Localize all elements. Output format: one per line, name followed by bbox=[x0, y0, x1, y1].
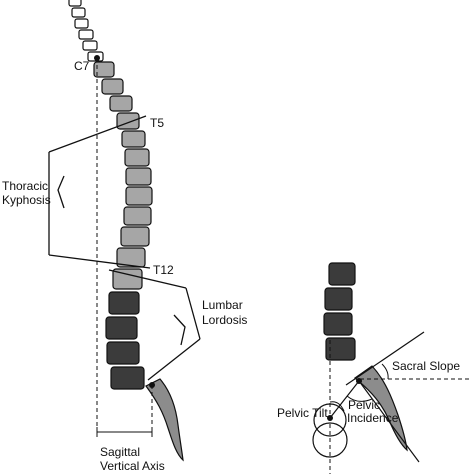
thoracic-kyphosis-label-line1: Thoracic bbox=[2, 179, 48, 193]
thoracic-vertebra bbox=[112, 268, 143, 290]
sacral-perpendicular-line bbox=[358, 380, 420, 463]
sva-label-line2: Vertical Axis bbox=[100, 459, 165, 473]
thoracic-vertebra bbox=[121, 130, 146, 148]
lumbar-vertebra bbox=[105, 316, 138, 340]
t12-label: T12 bbox=[153, 263, 174, 277]
cervical-vertebra bbox=[71, 7, 86, 18]
sacral-plate-line bbox=[345, 331, 425, 386]
sva-bracket bbox=[96, 427, 153, 437]
thoracic-vertebra bbox=[116, 247, 146, 268]
thoracic-vertebra bbox=[120, 226, 150, 247]
cervical-vertebra bbox=[82, 40, 98, 51]
thoracic-vertebrae bbox=[93, 61, 153, 290]
pelvic-tilt-arc bbox=[329, 401, 345, 412]
sacral-slope-arc bbox=[381, 363, 389, 380]
lumbar-vertebra bbox=[106, 341, 140, 365]
c7-label: C7 bbox=[74, 59, 90, 73]
thoracic-kyphosis-lines bbox=[48, 115, 151, 269]
lumbar-vertebra bbox=[108, 291, 140, 315]
cervical-vertebra bbox=[78, 29, 94, 40]
thoracic-vertebra bbox=[125, 167, 152, 186]
cervical-vertebrae bbox=[68, 0, 104, 62]
sacrum bbox=[145, 378, 184, 462]
femoral-to-sacrum-line bbox=[329, 380, 360, 419]
lumbar-vertebra bbox=[110, 366, 145, 390]
femoral-head-circle bbox=[313, 403, 347, 437]
thoracic-vertebra bbox=[125, 186, 153, 206]
lumbar-vertebra bbox=[328, 262, 356, 286]
sva-label-line1: Sagittal bbox=[100, 445, 140, 459]
lumbar-vertebra bbox=[324, 287, 353, 311]
lumbar-lordosis-lines bbox=[108, 269, 201, 381]
lumbar-lordosis-label-line2: Lordosis bbox=[202, 313, 247, 327]
lumbar-vertebra bbox=[325, 337, 356, 361]
sacral-slope-label: Sacral Slope bbox=[392, 359, 460, 373]
femoral-head-circle bbox=[312, 422, 348, 458]
pelvic-incidence-label-line1: Pelvic bbox=[348, 398, 380, 412]
pelvic-incidence-label-line2: Incidence bbox=[347, 411, 399, 425]
thoracic-vertebra bbox=[123, 206, 152, 226]
thoracic-kyphosis-label-line2: Kyphosis bbox=[2, 193, 51, 207]
cervical-vertebra bbox=[68, 0, 82, 7]
thoracic-vertebra bbox=[109, 95, 133, 112]
pelvic-tilt-label: Pelvic Tilt bbox=[277, 406, 328, 420]
thoracic-vertebra bbox=[101, 78, 124, 95]
cervical-vertebra bbox=[74, 18, 89, 29]
sacral-midpoint bbox=[356, 378, 362, 384]
femoral-head-center bbox=[327, 415, 333, 421]
right-lumbar-vertebrae bbox=[323, 262, 356, 361]
thoracic-vertebra bbox=[93, 61, 115, 78]
thoracic-vertebra bbox=[116, 112, 140, 130]
lumbar-lordosis-label-line1: Lumbar bbox=[202, 298, 243, 312]
pelvic-incidence-arc bbox=[346, 395, 373, 402]
lumbar-vertebra bbox=[323, 312, 353, 336]
t5-label: T5 bbox=[150, 116, 164, 130]
lumbar-vertebrae bbox=[105, 291, 145, 390]
thoracic-vertebra bbox=[124, 148, 150, 167]
